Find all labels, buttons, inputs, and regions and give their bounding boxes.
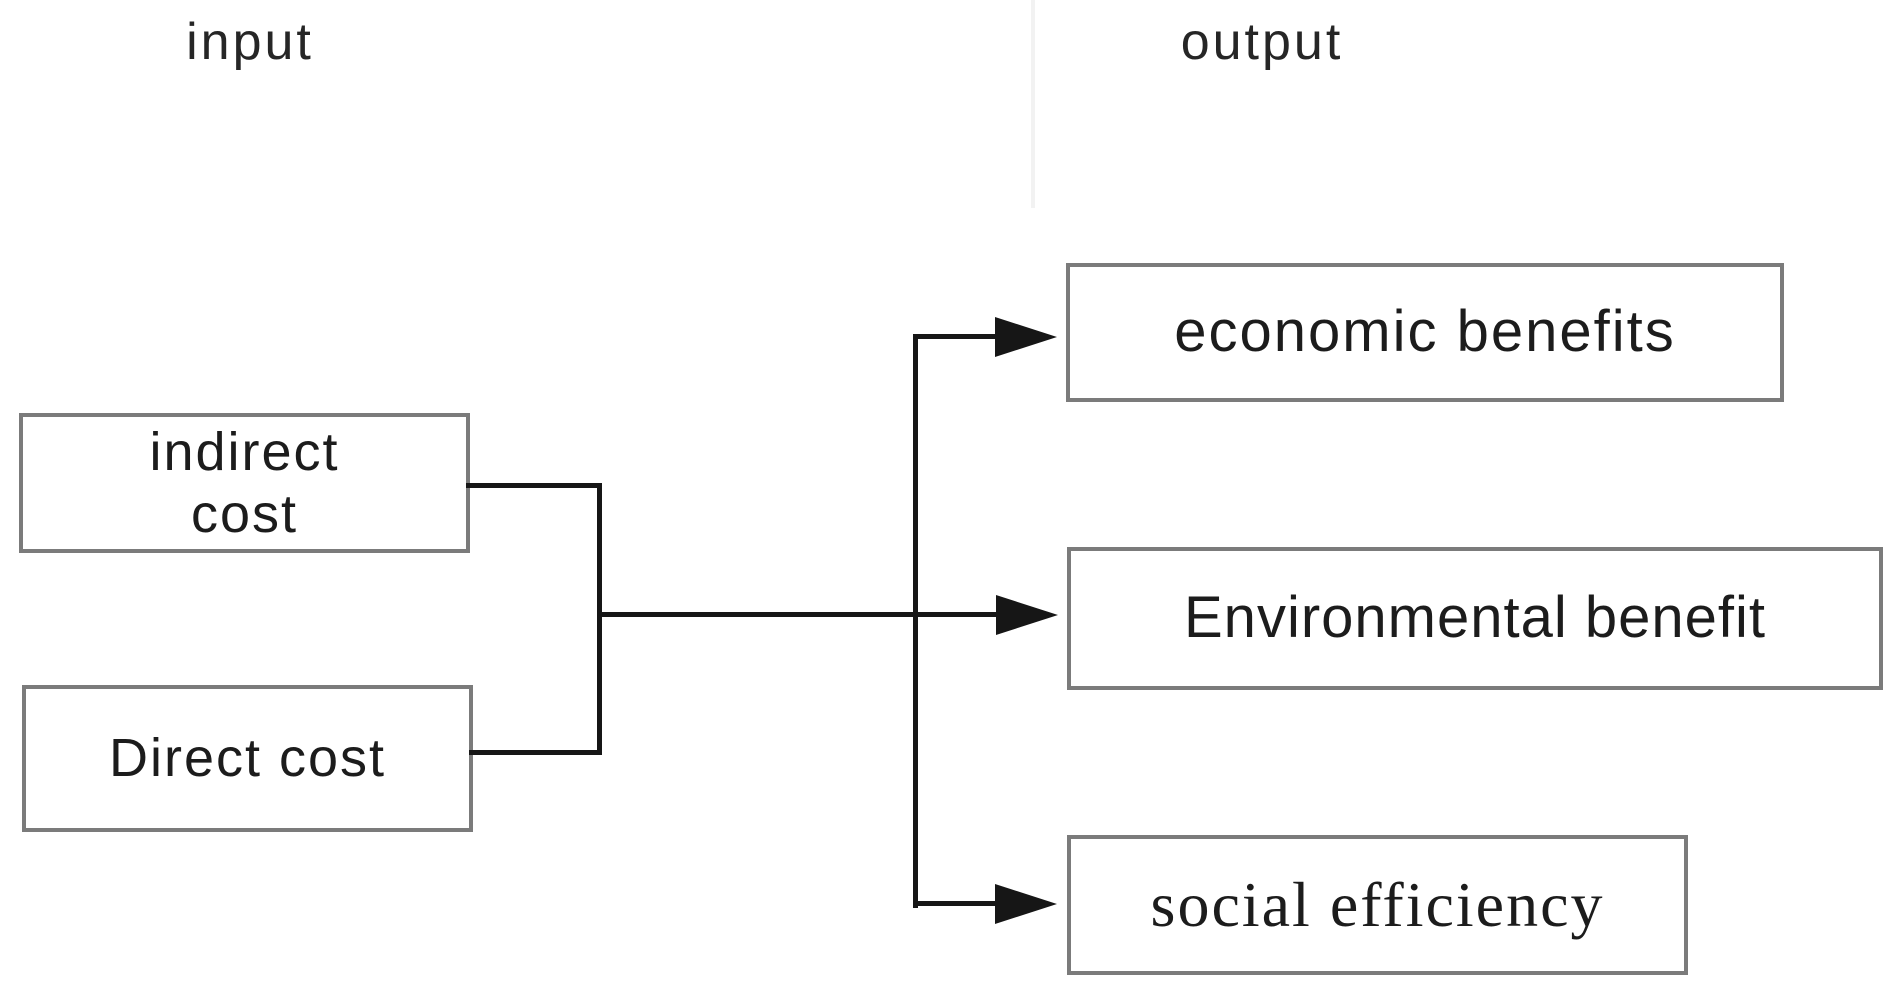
node-indirect-cost-line2: cost bbox=[190, 484, 299, 544]
output-column-header: output bbox=[1180, 13, 1344, 71]
connector-direct-to-elbow bbox=[469, 750, 602, 755]
scan-seam-artifact bbox=[1031, 0, 1035, 208]
input-column-header: input bbox=[186, 13, 314, 71]
node-indirect-cost: indirect cost bbox=[19, 413, 470, 553]
node-economic-benefits: economic benefits bbox=[1066, 263, 1784, 402]
connector-branch-vertical bbox=[913, 334, 918, 908]
node-indirect-cost-line1: indirect bbox=[149, 421, 340, 482]
node-social-efficiency: social efficiency bbox=[1067, 835, 1688, 975]
connector-elbow-vertical bbox=[597, 483, 602, 755]
node-direct-cost: Direct cost bbox=[22, 685, 473, 832]
arrowhead-social-icon bbox=[995, 884, 1057, 924]
arrowhead-economic-icon bbox=[995, 317, 1057, 357]
connector-branch-to-social bbox=[913, 901, 996, 906]
connector-branch-to-economic bbox=[913, 334, 996, 339]
connector-main-horizontal bbox=[597, 612, 996, 617]
node-environmental-benefit: Environmental benefit bbox=[1067, 547, 1883, 690]
connector-indirect-to-elbow bbox=[466, 483, 602, 488]
arrowhead-environmental-icon bbox=[996, 595, 1058, 635]
